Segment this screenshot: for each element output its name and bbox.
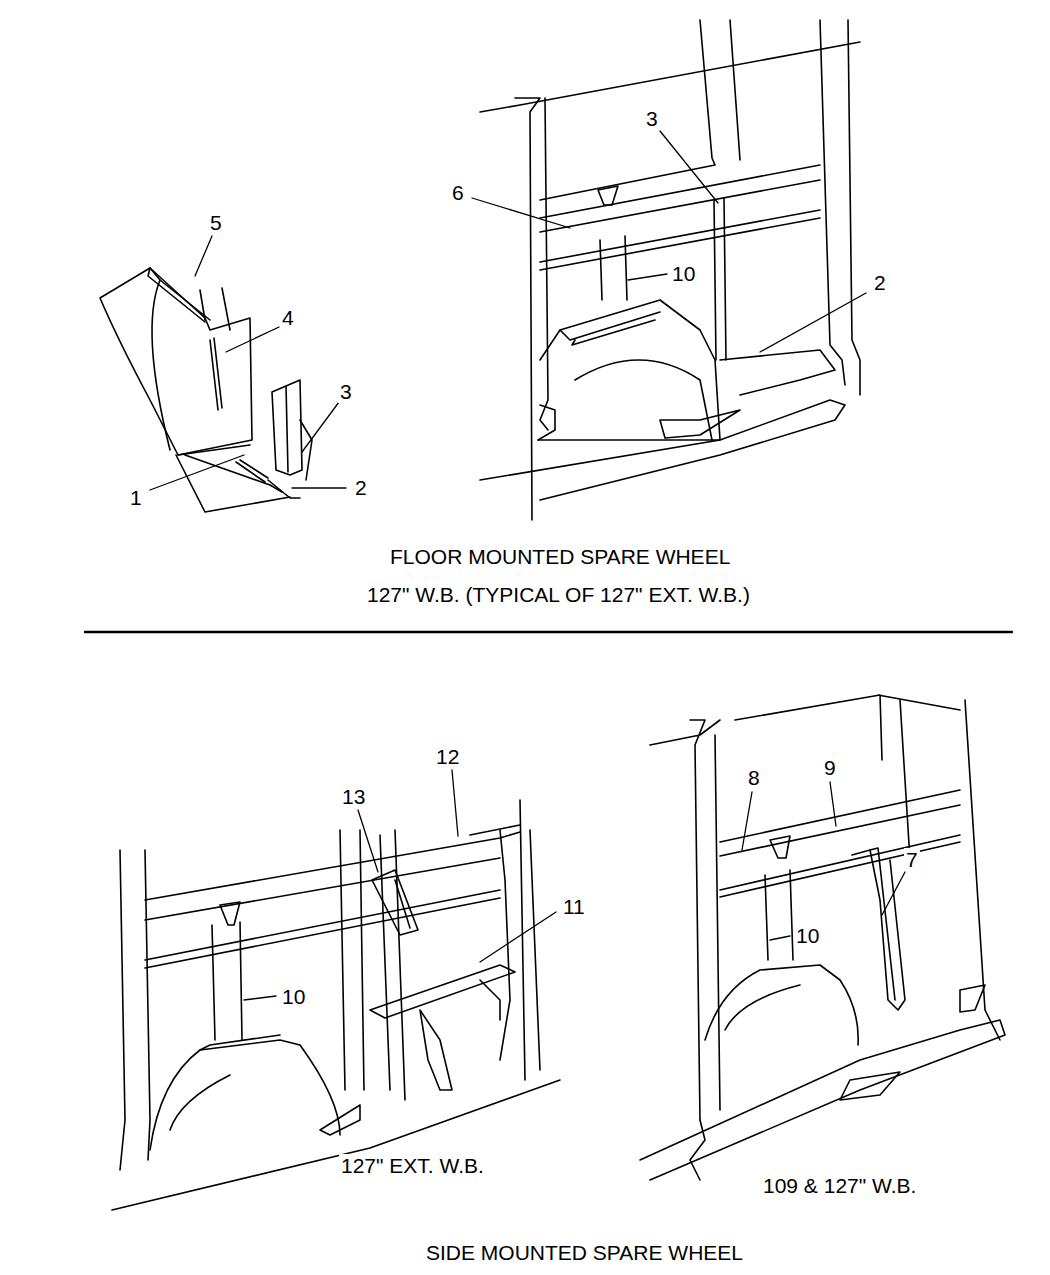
callout-number: 11 [561, 895, 587, 918]
callout-number: 10 [794, 924, 821, 947]
view-caption: 109 & 127" W.B. [761, 1174, 918, 1197]
section-caption: FLOOR MOUNTED SPARE WHEEL [388, 545, 732, 568]
van-interior-ext-wb [112, 800, 560, 1210]
divider-line [85, 631, 1012, 633]
wheelhouse-detail [100, 268, 312, 512]
callout-number: 10 [670, 262, 697, 285]
callout-number: 7 [904, 848, 920, 871]
callout-number: 2 [353, 476, 369, 499]
callout-number: 1 [128, 486, 144, 509]
view-caption: 127" EXT. W.B. [339, 1154, 486, 1177]
callout-number: 5 [208, 211, 224, 234]
callout-number: 3 [338, 380, 354, 403]
section-caption: 127" W.B. (TYPICAL OF 127" EXT. W.B.) [365, 583, 752, 606]
callout-number: 2 [872, 271, 888, 294]
callout-number: 6 [450, 181, 466, 204]
section-caption: SIDE MOUNTED SPARE WHEEL [424, 1241, 745, 1264]
van-interior-side-mount [640, 695, 1005, 1180]
callout-number: 8 [746, 766, 762, 789]
callout-number: 3 [644, 107, 660, 130]
callout-number: 10 [280, 985, 307, 1008]
leader-lines [150, 131, 905, 1000]
callout-number: 4 [280, 306, 296, 329]
callout-number: 12 [434, 745, 461, 768]
van-interior-floor-mount [480, 20, 860, 520]
callout-number: 9 [822, 756, 838, 779]
callout-number: 13 [340, 785, 367, 808]
